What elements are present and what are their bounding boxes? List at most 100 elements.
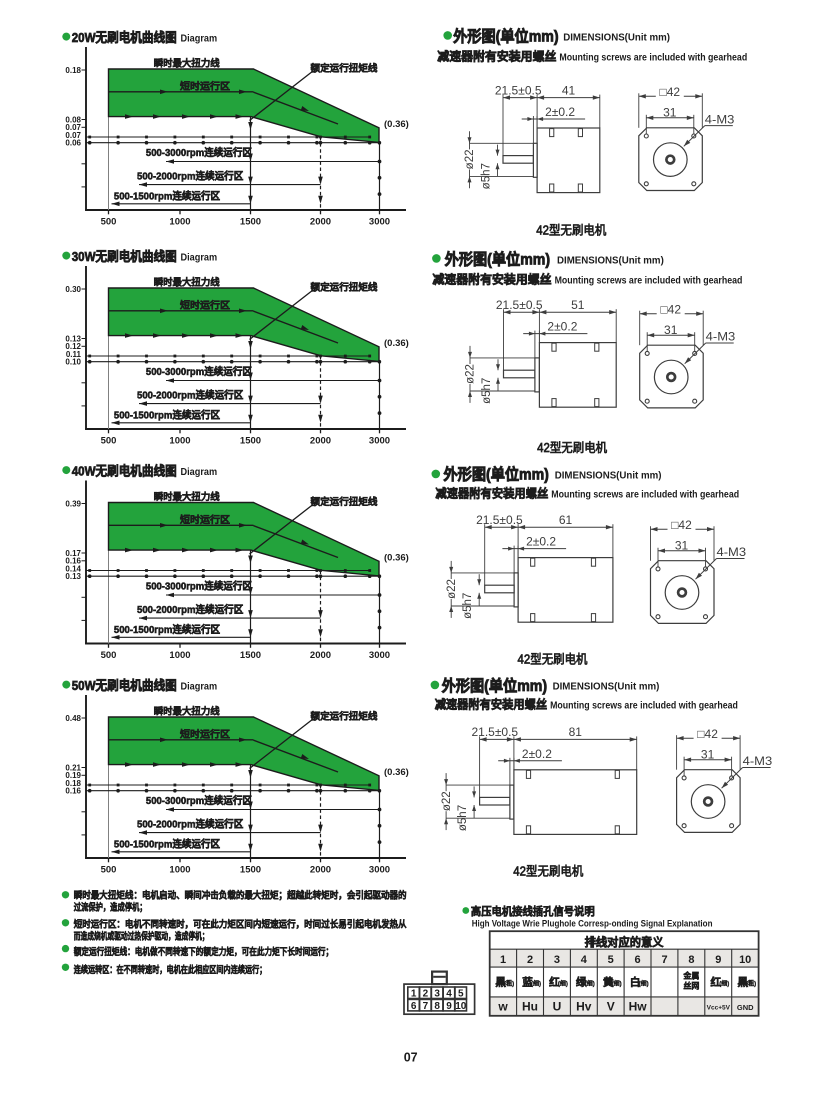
svg-text:□42: □42 <box>660 302 681 316</box>
svg-text:(粗): (粗) <box>504 980 514 988</box>
svg-text:(细): (细) <box>558 980 568 988</box>
svg-text:额定运行扭矩线: 额定运行扭矩线 <box>311 282 378 294</box>
svg-text:ø5h7: ø5h7 <box>462 593 474 619</box>
svg-text:500-2000rpm连续运行区: 500-2000rpm连续运行区 <box>137 818 243 831</box>
svg-text:过流保护，造成停机；: 过流保护，造成停机； <box>74 902 147 914</box>
svg-text:□42: □42 <box>671 518 692 532</box>
svg-text:而造成烧机或驱动过热保护驱动，造成停机；: 而造成烧机或驱动过热保护驱动，造成停机； <box>74 931 209 943</box>
svg-text:DIMENSIONS(Unit mm): DIMENSIONS(Unit mm) <box>557 255 664 266</box>
svg-text:61: 61 <box>559 513 573 527</box>
svg-text:瞬时最大扭力线: 瞬时最大扭力线 <box>154 491 220 503</box>
svg-text:短时运行区: 短时运行区 <box>180 80 231 92</box>
svg-text:红: 红 <box>711 976 722 989</box>
svg-text:瞬时最大扭矩线：电机启动、瞬间冲击负载的最大扭矩；超越此转矩: 瞬时最大扭矩线：电机启动、瞬间冲击负载的最大扭矩；超越此转矩时，会引起驱动器的 <box>74 890 407 902</box>
svg-text:(0.36): (0.36) <box>384 338 409 349</box>
svg-text:红: 红 <box>549 976 560 989</box>
svg-text:2000: 2000 <box>310 650 331 661</box>
svg-text:0.08: 0.08 <box>65 115 81 124</box>
svg-text:4-M3: 4-M3 <box>717 547 747 559</box>
svg-text:51: 51 <box>571 298 585 312</box>
svg-text:减速器附有安装用螺丝: 减速器附有安装用螺丝 <box>432 272 551 287</box>
svg-text:排线对应的意义: 排线对应的意义 <box>585 935 664 949</box>
svg-text:Mounting screws are included w: Mounting screws are included with gearhe… <box>555 276 743 287</box>
svg-text:丝网: 丝网 <box>683 981 699 991</box>
svg-text:7: 7 <box>661 954 667 966</box>
svg-text:0.19: 0.19 <box>65 771 81 780</box>
svg-text:3: 3 <box>554 954 560 966</box>
svg-text:500: 500 <box>101 436 117 447</box>
svg-text:0.21: 0.21 <box>65 763 81 772</box>
svg-text:500-3000rpm连续运行区: 500-3000rpm连续运行区 <box>146 579 252 592</box>
svg-text:连续运转区：在不同转速时，电机在此相应区间内连续运行；: 连续运转区：在不同转速时，电机在此相应区间内连续运行； <box>74 964 267 976</box>
svg-text:31: 31 <box>675 538 689 552</box>
svg-text:500: 500 <box>101 650 117 661</box>
svg-text:0.14: 0.14 <box>65 565 81 574</box>
svg-text:蓝: 蓝 <box>522 976 533 989</box>
svg-text:1500: 1500 <box>240 217 261 228</box>
svg-text:外形图(单位mm): 外形图(单位mm) <box>442 676 547 695</box>
svg-text:40W无刷电机曲线图: 40W无刷电机曲线图 <box>72 463 177 478</box>
svg-text:0.07: 0.07 <box>65 131 81 140</box>
svg-text:2000: 2000 <box>310 217 331 228</box>
svg-text:ø22: ø22 <box>464 149 476 169</box>
svg-text:减速器附有安装用螺丝: 减速器附有安装用螺丝 <box>435 697 547 712</box>
svg-text:42型无刷电机: 42型无刷电机 <box>513 865 583 879</box>
svg-text:短时运行区: 短时运行区 <box>180 514 231 526</box>
svg-text:(细): (细) <box>585 980 595 988</box>
svg-text:500: 500 <box>101 217 117 228</box>
svg-text:21.5±0.5: 21.5±0.5 <box>496 298 543 312</box>
svg-text:额定运行扭矩线: 额定运行扭矩线 <box>311 496 378 508</box>
svg-text:外形图(单位mm): 外形图(单位mm) <box>453 27 558 46</box>
svg-text:1500: 1500 <box>240 865 261 876</box>
svg-text:0.11: 0.11 <box>66 350 82 359</box>
svg-text:0.17: 0.17 <box>65 549 81 558</box>
svg-text:5: 5 <box>608 954 614 966</box>
svg-text:6: 6 <box>411 1001 417 1012</box>
svg-text:07: 07 <box>404 1051 418 1065</box>
svg-text:短时运行区: 短时运行区 <box>180 728 231 740</box>
svg-text:□42: □42 <box>659 85 680 99</box>
svg-text:4-M3: 4-M3 <box>705 114 735 126</box>
svg-text:U: U <box>553 1000 562 1014</box>
svg-text:1000: 1000 <box>169 217 190 228</box>
svg-text:4: 4 <box>446 989 452 1000</box>
svg-text:Mounting screws are included w: Mounting screws are included with gearhe… <box>550 701 738 712</box>
svg-text:500-3000rpm连续运行区: 500-3000rpm连续运行区 <box>146 365 252 378</box>
svg-text:0.16: 0.16 <box>65 557 81 566</box>
svg-text:500-2000rpm连续运行区: 500-2000rpm连续运行区 <box>137 389 243 402</box>
svg-text:Diagram: Diagram <box>181 466 218 478</box>
svg-text:0.10: 0.10 <box>65 358 81 367</box>
svg-text:黑: 黑 <box>737 977 748 989</box>
svg-text:金属: 金属 <box>682 971 699 981</box>
svg-text:2: 2 <box>423 989 429 1000</box>
svg-text:1: 1 <box>500 954 506 966</box>
svg-text:9: 9 <box>715 954 721 966</box>
svg-text:V: V <box>607 1000 615 1014</box>
svg-text:10: 10 <box>739 954 751 966</box>
svg-text:30W无刷电机曲线图: 30W无刷电机曲线图 <box>72 249 177 264</box>
svg-text:81: 81 <box>569 725 583 739</box>
svg-text:额定运行扭矩线: 额定运行扭矩线 <box>311 63 378 75</box>
svg-text:42型无刷电机: 42型无刷电机 <box>518 653 588 667</box>
svg-text:0.16: 0.16 <box>65 787 81 796</box>
svg-text:ø5h7: ø5h7 <box>481 378 493 404</box>
svg-text:□42: □42 <box>697 727 718 741</box>
svg-text:(粗): (粗) <box>746 980 756 988</box>
svg-text:1000: 1000 <box>169 436 190 447</box>
svg-text:3000: 3000 <box>369 865 390 876</box>
svg-text:1500: 1500 <box>240 650 261 661</box>
svg-text:2000: 2000 <box>310 436 331 447</box>
svg-text:0.39: 0.39 <box>65 500 81 509</box>
svg-text:31: 31 <box>701 747 715 761</box>
svg-text:2: 2 <box>527 954 533 966</box>
svg-text:1: 1 <box>411 989 417 1000</box>
svg-text:ø5h7: ø5h7 <box>457 805 469 831</box>
svg-text:额定运行扭矩线：电机做不同转速下的额定力矩，可在此力矩下长时: 额定运行扭矩线：电机做不同转速下的额定力矩，可在此力矩下长时间运行； <box>74 946 334 958</box>
svg-text:500-1500rpm连续运行区: 500-1500rpm连续运行区 <box>114 409 220 422</box>
svg-text:ø22: ø22 <box>446 579 458 599</box>
svg-text:4: 4 <box>581 954 588 966</box>
svg-text:减速器附有安装用螺丝: 减速器附有安装用螺丝 <box>437 49 556 64</box>
svg-text:21.5±0.5: 21.5±0.5 <box>471 725 518 739</box>
svg-text:高压电机接线插孔信号说明: 高压电机接线插孔信号说明 <box>471 904 595 918</box>
svg-text:500-1500rpm连续运行区: 500-1500rpm连续运行区 <box>114 190 220 203</box>
